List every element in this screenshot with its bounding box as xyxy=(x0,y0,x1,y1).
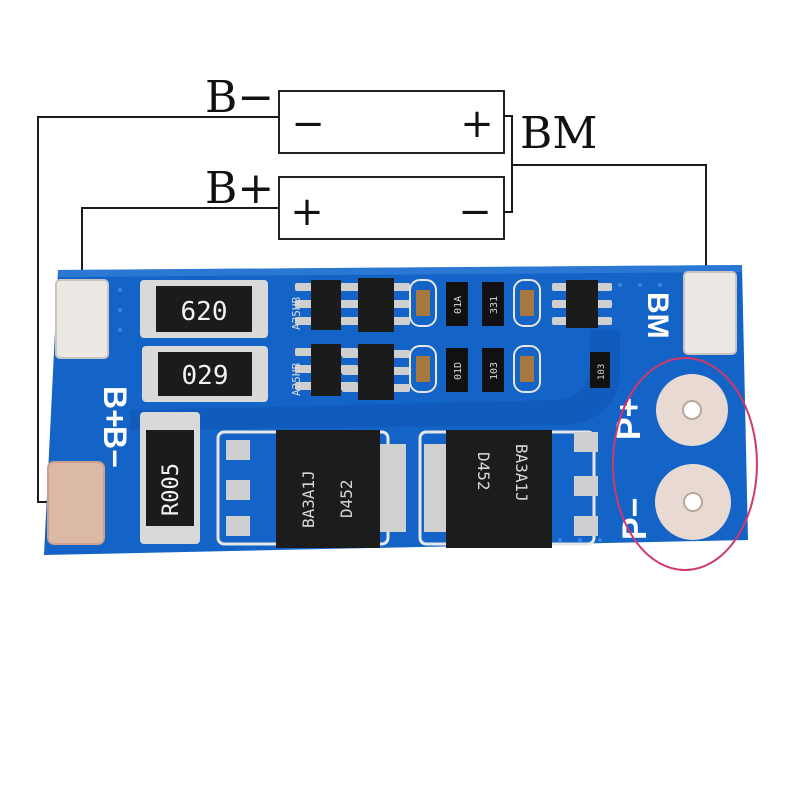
ic-mid-bottom xyxy=(342,344,410,400)
svg-text:R005: R005 xyxy=(159,463,184,516)
svg-text:A25HB: A25HB xyxy=(290,297,303,330)
resistor-small-01d: 01D xyxy=(446,348,468,392)
wire-bm xyxy=(512,164,707,300)
svg-text:BA3A1J: BA3A1J xyxy=(299,470,318,528)
pad-b-minus xyxy=(47,461,105,545)
wire-b-plus xyxy=(81,207,279,300)
wire-bm-link xyxy=(504,115,513,213)
cell-top-negative-sign: − xyxy=(291,101,325,147)
svg-text:A25HB: A25HB xyxy=(290,363,303,396)
pcb-board: B+ B− BM P+ P− 620 029 R005 xyxy=(44,265,748,555)
capacitor-3 xyxy=(409,345,437,393)
silk-bm: BM xyxy=(641,292,674,339)
svg-text:01D: 01D xyxy=(453,362,464,380)
output-pads-highlight xyxy=(612,357,758,571)
resistor-small-right: 103 xyxy=(590,352,610,388)
svg-text:BA3A1J: BA3A1J xyxy=(512,444,531,502)
silk-b-plus: B+ xyxy=(97,386,133,428)
pad-bm xyxy=(683,271,737,355)
battery-cell-top xyxy=(278,90,505,154)
cell-top-positive-sign: + xyxy=(460,101,494,147)
cell-bottom-positive-sign: + xyxy=(290,189,324,235)
capacitor-1 xyxy=(409,279,437,327)
resistor-small-103: 103 xyxy=(482,348,504,392)
svg-text:01A: 01A xyxy=(453,296,464,314)
label-bm: BM xyxy=(520,108,597,159)
silk-p-minus: P− xyxy=(616,497,654,540)
svg-text:029: 029 xyxy=(182,361,229,391)
capacitor-2 xyxy=(513,279,541,327)
svg-text:331: 331 xyxy=(489,296,500,314)
resistor-029: 029 xyxy=(142,346,268,402)
resistor-shunt-r005: R005 xyxy=(140,412,200,544)
svg-text:D452: D452 xyxy=(474,452,493,491)
pad-p-plus xyxy=(656,374,728,446)
label-b-plus: B+ xyxy=(205,163,274,214)
pad-b-plus xyxy=(55,279,109,359)
svg-text:620: 620 xyxy=(181,297,228,327)
resistor-small-01a: 01A xyxy=(446,282,468,326)
cell-bottom-negative-sign: − xyxy=(458,189,492,235)
mosfet-right: D452 BA3A1J xyxy=(418,430,598,548)
battery-cell-bottom xyxy=(278,176,505,240)
label-b-minus: B− xyxy=(205,72,274,123)
silk-b-minus: B− xyxy=(97,426,133,468)
mosfet-left: D452 BA3A1J xyxy=(216,430,406,548)
resistor-small-331: 331 xyxy=(482,282,504,326)
resistor-620: 620 xyxy=(140,280,268,338)
pad-p-minus xyxy=(655,464,731,540)
capacitor-4 xyxy=(513,345,541,393)
svg-text:D452: D452 xyxy=(337,479,356,518)
ic-mid-top xyxy=(342,278,410,332)
svg-text:103: 103 xyxy=(597,364,607,380)
svg-text:103: 103 xyxy=(489,362,500,380)
via-dots xyxy=(118,283,662,542)
ic-right xyxy=(552,280,612,328)
